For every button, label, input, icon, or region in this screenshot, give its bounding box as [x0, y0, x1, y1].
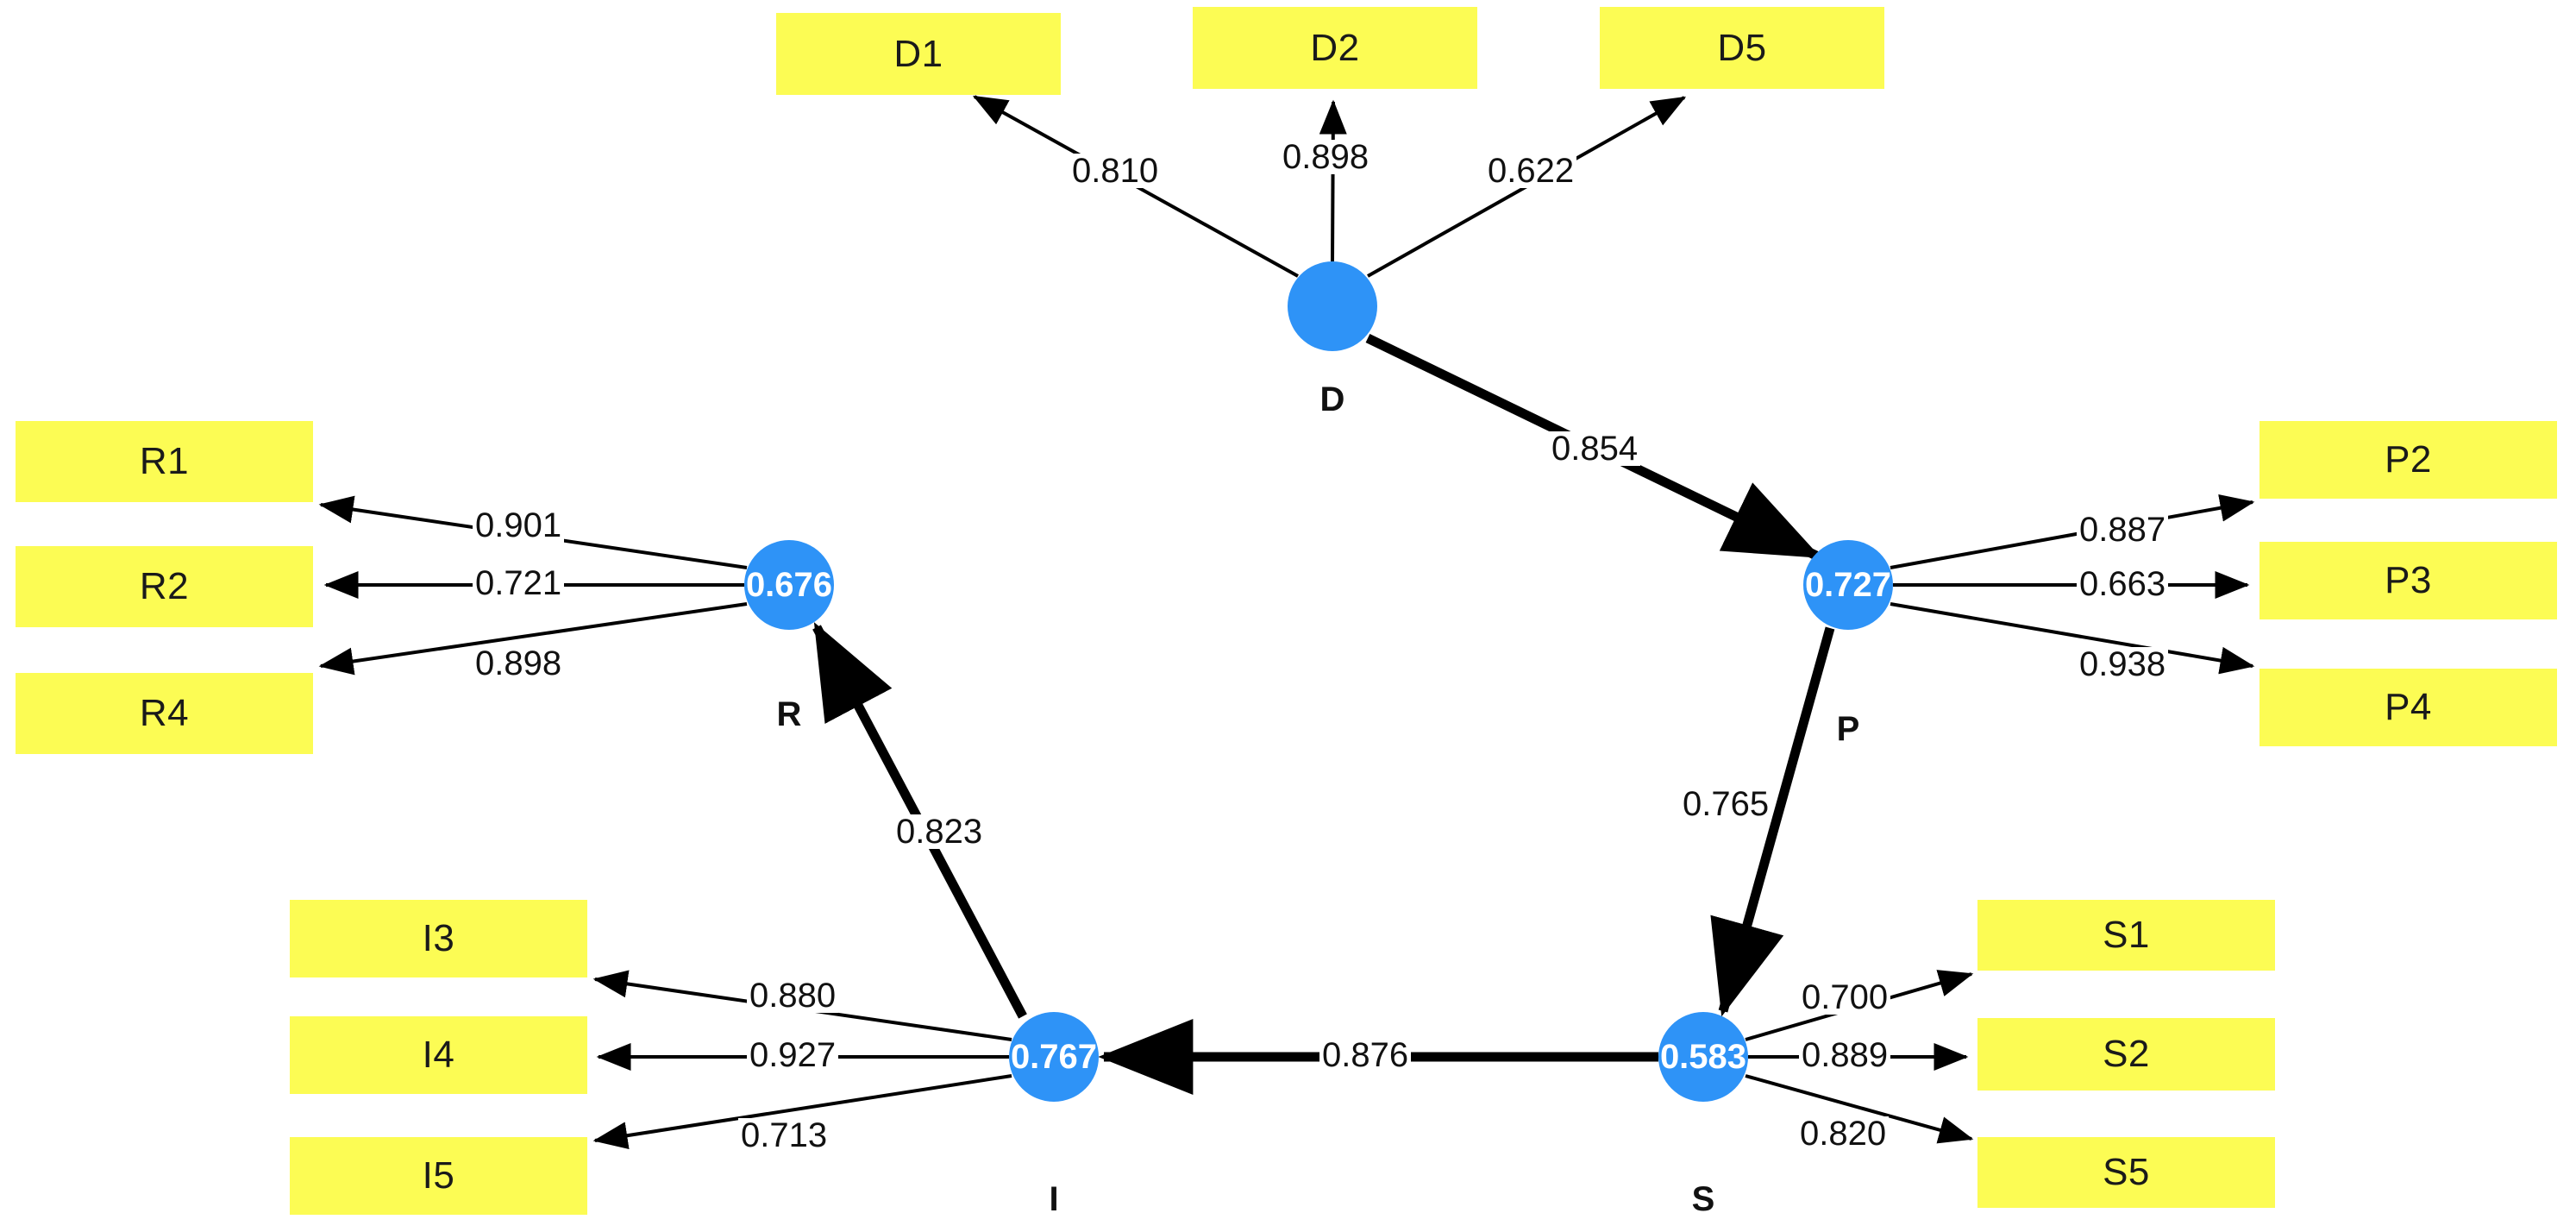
construct-node-r[interactable]: 0.676 [744, 540, 834, 630]
loading-label-p-p2: 0.887 [2077, 512, 2169, 547]
indicator-label: R1 [139, 440, 190, 482]
indicator-box-s1[interactable]: S1 [1977, 900, 2275, 971]
construct-label-r: R [776, 695, 802, 733]
indicator-label: S1 [2103, 914, 2150, 956]
indicator-box-r4[interactable]: R4 [16, 673, 313, 754]
construct-r2-value: 0.767 [1010, 1038, 1098, 1076]
loading-label-s-s5: 0.820 [1797, 1116, 1890, 1151]
indicator-label: I5 [422, 1154, 455, 1197]
loading-label-r-r1: 0.901 [473, 508, 565, 543]
indicator-label: I4 [422, 1034, 455, 1076]
loading-label-d-d5: 0.622 [1485, 154, 1577, 188]
construct-label-d: D [1319, 380, 1345, 418]
construct-node-p[interactable]: 0.727 [1803, 540, 1893, 630]
loading-label-p-p3: 0.663 [2077, 567, 2169, 601]
loading-label-r-r2: 0.721 [473, 566, 565, 600]
loading-label-d-d2: 0.898 [1280, 140, 1372, 174]
loading-label-r-r4: 0.898 [473, 646, 565, 681]
indicator-box-d1[interactable]: D1 [776, 13, 1061, 95]
indicator-label: D2 [1310, 26, 1360, 69]
loading-label-i-i5: 0.713 [738, 1118, 830, 1153]
indicator-label: R4 [139, 692, 190, 734]
indicator-label: D5 [1717, 26, 1767, 69]
indicator-box-d2[interactable]: D2 [1193, 7, 1477, 89]
structural-path-arrows [812, 334, 1835, 1095]
loading-label-p-p4: 0.938 [2077, 647, 2169, 682]
loading-label-s-s2: 0.889 [1799, 1038, 1891, 1072]
indicator-box-p3[interactable]: P3 [2259, 542, 2557, 619]
construct-r2-value: 0.676 [745, 566, 833, 604]
loading-label-i-i3: 0.880 [747, 978, 839, 1013]
indicator-box-p2[interactable]: P2 [2259, 421, 2557, 499]
construct-r2-value: 0.583 [1659, 1038, 1747, 1076]
construct-node-s[interactable]: 0.583 [1658, 1012, 1748, 1102]
indicator-label: P3 [2385, 559, 2432, 601]
indicator-label: P4 [2385, 686, 2432, 728]
indicator-label: S2 [2103, 1033, 2150, 1075]
indicator-box-i5[interactable]: I5 [290, 1137, 587, 1215]
indicator-box-d5[interactable]: D5 [1600, 7, 1884, 89]
path-label-d-p: 0.854 [1549, 431, 1641, 466]
indicator-label: S5 [2103, 1151, 2150, 1193]
indicator-box-p4[interactable]: P4 [2259, 669, 2557, 746]
path-label-s-i: 0.876 [1319, 1038, 1412, 1072]
indicator-box-s2[interactable]: S2 [1977, 1018, 2275, 1091]
indicator-box-r1[interactable]: R1 [16, 421, 313, 502]
indicator-box-s5[interactable]: S5 [1977, 1137, 2275, 1208]
loading-label-d-d1: 0.810 [1069, 154, 1162, 188]
indicator-label: D1 [893, 32, 943, 75]
loading-label-i-i4: 0.927 [747, 1038, 839, 1072]
construct-r2-value: 0.727 [1804, 566, 1892, 604]
indicator-label: P2 [2385, 438, 2432, 481]
indicator-label: I3 [422, 917, 455, 959]
construct-label-i: I [1049, 1180, 1059, 1218]
path-label-p-s: 0.765 [1680, 787, 1772, 821]
indicator-box-i4[interactable]: I4 [290, 1016, 587, 1094]
construct-label-s: S [1691, 1180, 1715, 1218]
path-label-i-r: 0.823 [893, 814, 986, 849]
construct-node-i[interactable]: 0.767 [1009, 1012, 1099, 1102]
loading-label-s-s1: 0.700 [1799, 980, 1891, 1015]
indicator-box-i3[interactable]: I3 [290, 900, 587, 977]
construct-node-d[interactable] [1288, 261, 1377, 351]
indicator-box-r2[interactable]: R2 [16, 546, 313, 627]
construct-label-p: P [1836, 710, 1860, 748]
indicator-label: R2 [139, 565, 190, 607]
